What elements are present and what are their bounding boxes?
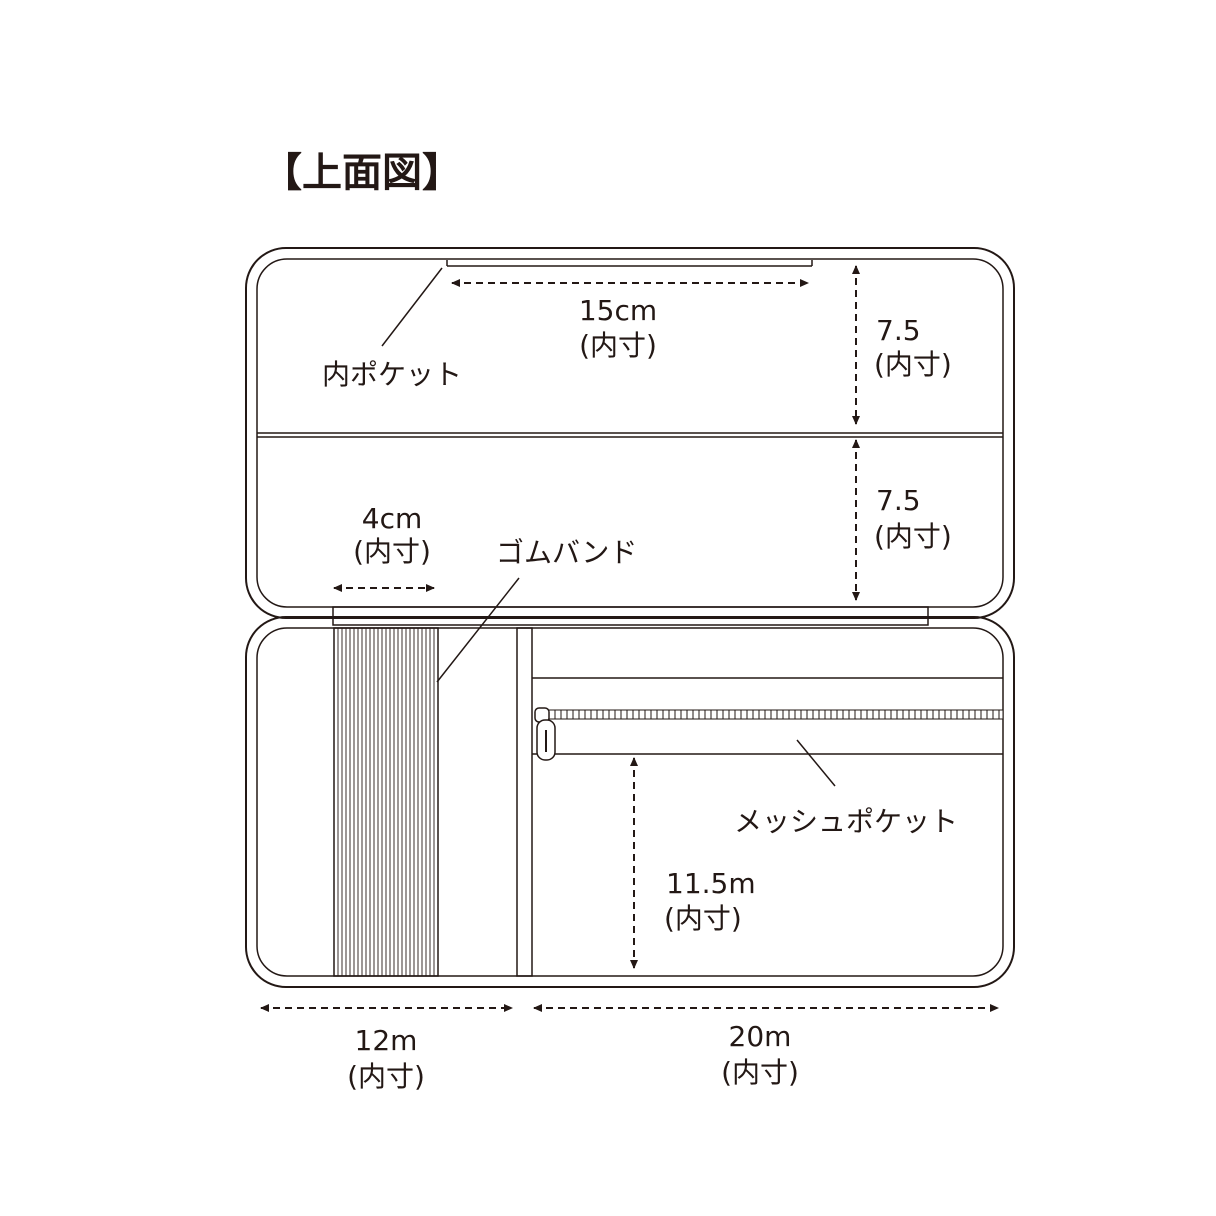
dimension-top-7-5-note: (内寸) [874,348,952,381]
compartment-divider [516,627,533,977]
dimension-12m-note: (内寸) [347,1060,425,1093]
zipper-pull-icon [534,707,556,761]
dimension-11-5m-note: (内寸) [664,902,742,935]
base-panel [245,616,1015,988]
mesh-pocket-zipper [547,709,1004,720]
dimension-20m-note: (内寸) [721,1056,799,1089]
inner-pocket-leader [381,267,443,347]
dimension-4cm-note: (内寸) [353,535,431,568]
dimension-top-7-5-value: 7.5 [876,314,921,347]
inner-pocket-opening [446,260,813,267]
mesh-pocket [532,677,1004,761]
dimension-15cm-note: (内寸) [579,329,657,362]
dimension-11-5m-value: 11.5m [666,867,756,900]
mesh-pocket-label: メッシュポケット [734,805,958,838]
rubber-band-label: ゴムバンド [496,536,637,569]
rubber-band-leader [436,577,520,683]
mesh-pocket-leader [796,739,836,787]
rubber-band [333,627,439,977]
inner-pocket-label: 内ポケット [322,358,462,391]
dimension-15cm-value: 15cm [579,294,657,327]
diagram-title: 【上面図】 [262,150,462,196]
dimension-12m-value: 12m [355,1024,418,1057]
dimension-middle-7-5-value: 7.5 [876,484,921,517]
dimension-middle-7-5-note: (内寸) [874,520,952,553]
dimension-20m-value: 20m [729,1020,792,1053]
dimension-4cm-value: 4cm [362,502,422,535]
